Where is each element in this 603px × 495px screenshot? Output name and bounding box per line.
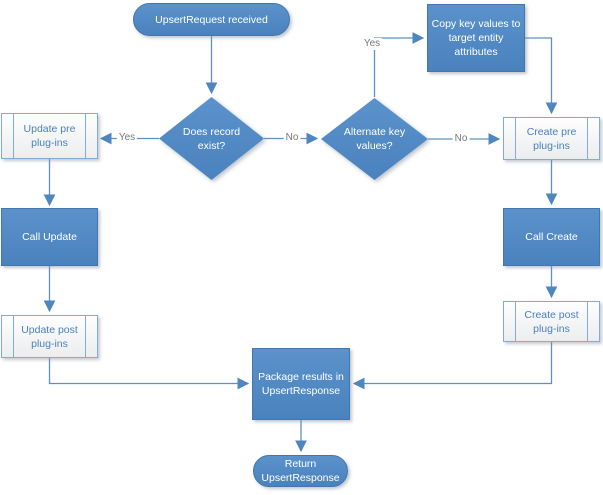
node-start-terminator: UpsertRequest received [133, 3, 290, 36]
predefined-bar-left [515, 118, 516, 159]
node-decision-does-record-exist: Does record exist? [159, 97, 264, 180]
predefined-bar-right [587, 302, 588, 341]
node-create-post-plugins: Create post plug-ins [503, 301, 600, 342]
edge-label-alternate-no: No [452, 133, 470, 145]
node-copy-key-values-label: Copy key values to target entity attribu… [431, 18, 521, 58]
predefined-bar-right [85, 114, 86, 158]
node-create-post-label: Create post plug-ins [524, 308, 579, 335]
node-copy-key-values: Copy key values to target entity attribu… [427, 4, 525, 72]
predefined-bar-left [13, 316, 14, 357]
node-return-label: Return UpsertResponse [261, 458, 340, 484]
edge-label-exist-no: No [283, 132, 301, 144]
node-update-post-plugins: Update post plug-ins [1, 315, 98, 358]
node-return-terminator: Return UpsertResponse [253, 455, 348, 487]
node-update-pre-label: Update pre plug-ins [23, 123, 76, 149]
node-update-post-label: Update post plug-ins [21, 323, 78, 350]
node-does-record-exist-label: Does record exist? [182, 125, 241, 152]
node-create-pre-plugins: Create pre plug-ins [503, 117, 600, 160]
edge-label-exist-yes: Yes [116, 132, 138, 144]
node-alternate-keys-label: Alternate key values? [343, 126, 406, 152]
edge-create-post-to-package [352, 342, 553, 390]
predefined-bar-right [85, 316, 86, 357]
edge-update-post-to-package [48, 358, 250, 390]
node-package-results: Package results in UpsertResponse [252, 348, 350, 420]
node-package-results-label: Package results in UpsertResponse [258, 371, 344, 397]
node-call-create-label: Call Create [525, 231, 578, 243]
predefined-bar-left [13, 114, 14, 158]
node-update-pre-plugins: Update pre plug-ins [1, 113, 98, 159]
node-start-label: UpsertRequest received [155, 13, 268, 26]
node-call-update-label: Call Update [22, 231, 77, 243]
predefined-bar-right [587, 118, 588, 159]
node-call-update: Call Update [1, 208, 98, 266]
node-decision-alternate-keys: Alternate key values? [321, 98, 428, 180]
node-create-pre-label: Create pre plug-ins [526, 125, 577, 152]
edge-label-alternate-yes: Yes [361, 38, 383, 50]
predefined-bar-left [515, 302, 516, 341]
edge-copy-to-create-pre [525, 37, 558, 115]
node-call-create: Call Create [503, 208, 600, 266]
